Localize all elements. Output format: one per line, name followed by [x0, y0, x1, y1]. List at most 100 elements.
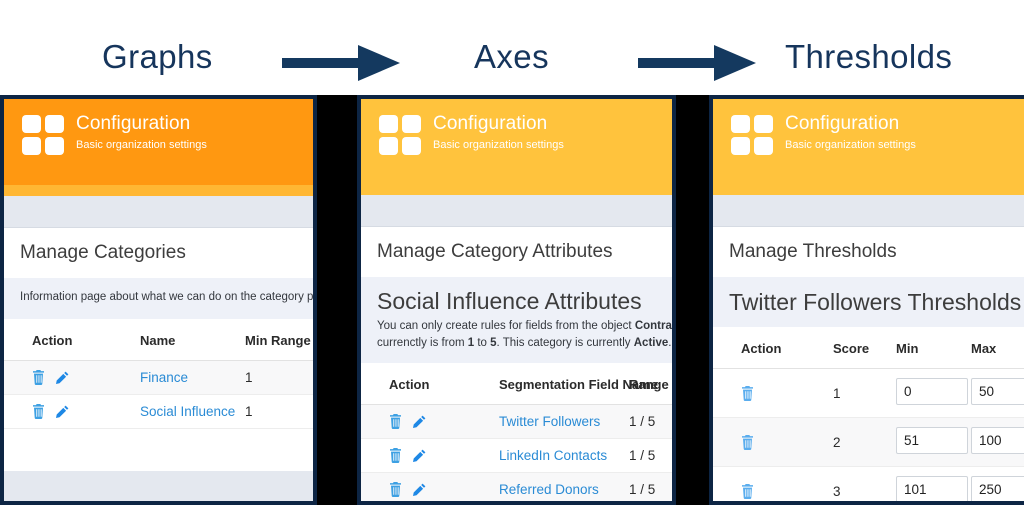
section-title: Twitter Followers Thresholds: [729, 289, 1022, 315]
min-input[interactable]: 101: [896, 476, 968, 501]
cell-field-name[interactable]: Referred Donors: [499, 472, 629, 501]
app-header: Configuration Basic organization setting…: [713, 99, 1024, 195]
app-title: Configuration: [433, 113, 548, 134]
flow-step-label-graphs: Graphs: [102, 38, 213, 75]
pencil-icon[interactable]: [412, 483, 426, 497]
cell-min-range: 1: [245, 360, 313, 395]
page-title: Manage Category Attributes: [361, 227, 672, 277]
col-action: Action: [713, 327, 833, 369]
panel-manage-category-attributes: Configuration Basic organization setting…: [357, 95, 676, 505]
trash-icon[interactable]: [389, 482, 402, 497]
col-action: Action: [4, 319, 140, 361]
pencil-icon[interactable]: [412, 449, 426, 463]
cell-actions: [713, 417, 833, 467]
app-header: Configuration Basic organization setting…: [361, 99, 672, 195]
attributes-table: Action Segmentation Field Name Range Sor…: [361, 363, 672, 501]
pencil-icon[interactable]: [55, 405, 69, 419]
header-spacer-band: [4, 196, 313, 228]
cell-score: 1: [833, 368, 896, 418]
flow-step-label-axes: Axes: [474, 38, 549, 75]
panel-manage-categories: Configuration Basic organization setting…: [0, 95, 317, 505]
brand: Configuration Basic organization setting…: [361, 113, 672, 155]
info-band: Information page about what we can do on…: [4, 278, 313, 319]
table-row[interactable]: LinkedIn Contacts 1 / 5: [361, 438, 672, 473]
min-input[interactable]: 51: [896, 427, 968, 454]
trash-icon[interactable]: [741, 483, 754, 499]
trash-icon[interactable]: [741, 385, 754, 401]
thresholds-table: Action Score Min Max 1 0 50: [713, 327, 1024, 501]
cell-name[interactable]: Social Influence: [140, 394, 245, 429]
cell-score: 2: [833, 417, 896, 467]
cell-actions: [713, 368, 833, 418]
col-score: Score: [833, 327, 896, 369]
app-title: Configuration: [785, 113, 900, 134]
pencil-icon[interactable]: [55, 371, 69, 385]
max-input[interactable]: 250: [971, 476, 1024, 501]
flow-arrow-2-icon: [638, 45, 756, 81]
min-input[interactable]: 0: [896, 378, 968, 405]
page-title: Manage Thresholds: [713, 227, 1024, 277]
header-accent-band: [361, 184, 672, 195]
flow-arrow-1-icon: [282, 45, 400, 81]
trash-icon[interactable]: [389, 448, 402, 463]
max-input[interactable]: 50: [971, 378, 1024, 405]
configuration-grid-icon: [731, 115, 773, 155]
table-row[interactable]: Finance 1 5: [4, 360, 313, 395]
pencil-icon[interactable]: [412, 415, 426, 429]
table-header-row: Action Name Min Range Max Range: [4, 319, 313, 361]
header-accent-band: [4, 185, 313, 196]
table-header-row: Action Score Min Max: [713, 327, 1024, 369]
cell-min: 101: [896, 466, 971, 501]
info-band: Twitter Followers Thresholds: [713, 277, 1024, 327]
footer-band: [4, 471, 313, 501]
app-subtitle: Basic organization settings: [76, 139, 207, 151]
col-range: Range: [629, 363, 672, 405]
configuration-grid-icon: [22, 115, 64, 155]
table-bottom-spacer: [4, 429, 313, 471]
table-row[interactable]: Social Influence 1 5: [4, 394, 313, 429]
col-segmentation-field-name: Segmentation Field Name: [499, 363, 658, 405]
table-row[interactable]: Twitter Followers 1 / 5: [361, 404, 672, 439]
trash-icon[interactable]: [32, 404, 45, 419]
configuration-grid-icon: [379, 115, 421, 155]
cell-range: 1 / 5: [629, 472, 672, 501]
info-text-line-2: currenctly is from 1 to 5. This category…: [377, 337, 672, 349]
info-band: Social Influence Attributes You can only…: [361, 277, 672, 363]
table-row[interactable]: 1 0 50: [713, 368, 1024, 418]
info-text-line-1: You can only create rules for fields fro…: [377, 320, 672, 332]
app-subtitle: Basic organization settings: [433, 139, 564, 151]
app-subtitle: Basic organization settings: [785, 139, 916, 151]
col-action: Action: [361, 363, 499, 405]
cell-actions: [361, 438, 499, 473]
cell-name[interactable]: Finance: [140, 360, 245, 395]
cell-range: 1 / 5: [629, 404, 672, 439]
cell-range: 1 / 5: [629, 438, 672, 473]
cell-max: 100: [971, 417, 1024, 467]
cell-actions: [4, 360, 140, 395]
cell-score: 3: [833, 466, 896, 501]
col-name: Name: [140, 319, 245, 361]
cell-min: 51: [896, 417, 971, 467]
brand: Configuration Basic organization setting…: [713, 113, 1024, 155]
trash-icon[interactable]: [741, 434, 754, 450]
header-accent-band: [713, 184, 1024, 195]
col-min: Min: [896, 327, 971, 369]
header-spacer-band: [713, 195, 1024, 227]
table-row[interactable]: Referred Donors 1 / 5: [361, 472, 672, 501]
max-input[interactable]: 100: [971, 427, 1024, 454]
trash-icon[interactable]: [389, 414, 402, 429]
table-row[interactable]: 2 51 100: [713, 417, 1024, 467]
cell-field-name[interactable]: Twitter Followers: [499, 404, 629, 439]
info-text: Information page about what we can do on…: [20, 291, 317, 303]
cell-max: 50: [971, 368, 1024, 418]
app-title: Configuration: [76, 113, 191, 134]
brand: Configuration Basic organization setting…: [4, 113, 313, 155]
cell-min: 0: [896, 368, 971, 418]
cell-min-range: 1: [245, 394, 313, 429]
trash-icon[interactable]: [32, 370, 45, 385]
panel-manage-thresholds: Configuration Basic organization setting…: [709, 95, 1024, 505]
table-row[interactable]: 3 101 250: [713, 466, 1024, 501]
col-max: Max: [971, 327, 1024, 369]
cell-field-name[interactable]: LinkedIn Contacts: [499, 438, 629, 473]
flow-step-label-thresholds: Thresholds: [785, 38, 953, 75]
